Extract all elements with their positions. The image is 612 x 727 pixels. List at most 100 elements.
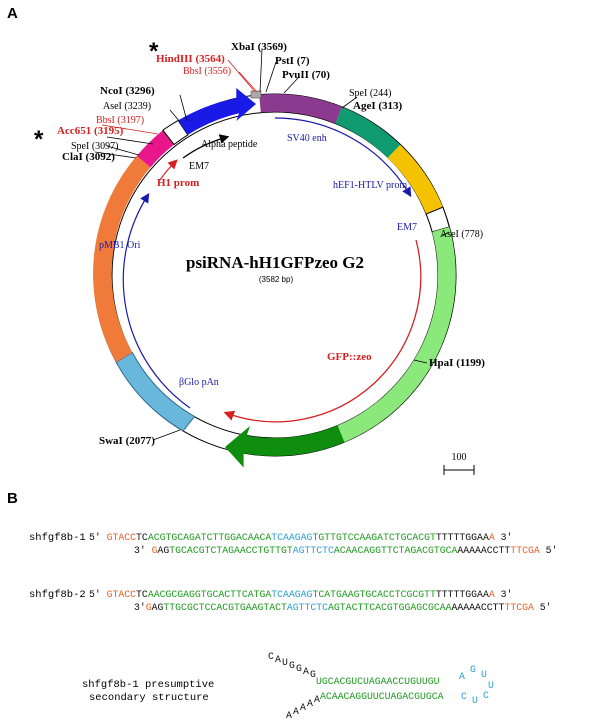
hairpin-tail5-base: C	[268, 651, 274, 662]
hairpin-stem-bottom: ACAACAGGUUCUAGACGUGCA	[320, 691, 444, 702]
sequence-segment: 3'	[495, 532, 513, 543]
site-acc651: Acc651 (3195)	[57, 125, 124, 137]
swai-block	[115, 351, 196, 432]
hairpin-loop-base: U	[472, 695, 478, 706]
hairpin-loop-base: C	[461, 691, 467, 702]
alpha-peptide-arrow	[182, 134, 230, 159]
sequence-segment: TGTTGTCCAAGATCTGCACGT	[312, 532, 436, 543]
site-spei-3097: SpeI (3097)	[71, 141, 119, 152]
sequence-segment: TTCGA	[510, 545, 540, 556]
green-arrow-block	[225, 425, 345, 468]
feature-em7-right: EM7	[397, 222, 417, 233]
hairpin-tail5-base: G	[296, 663, 302, 674]
sequence-segment: AGTACTTCACGTGGAGCGCAA	[328, 602, 452, 613]
sequence-segment: AAAAACCTT	[452, 602, 505, 613]
site-spei-244: SpeI (244)	[349, 88, 392, 99]
hairpin-tail3-base: A	[300, 702, 306, 713]
sequence-segment: AG	[158, 545, 170, 556]
plasmid-map: XbaI (3569) HindIII (3564) BbsI (3556) P…	[34, 38, 485, 475]
feature-alpha-peptide: Alpha peptide	[201, 139, 258, 150]
plasmid-name: psiRNA-hH1GFPzeo G2	[186, 253, 364, 272]
feature-pmb1-ori: pMB1 Ori	[99, 240, 141, 251]
leader-lines	[94, 48, 450, 441]
hairpin-loop-base: C	[483, 690, 489, 701]
star-marker-acc651: *	[34, 126, 44, 153]
pink-block	[136, 130, 175, 168]
hairpin-loop-base: A	[459, 671, 465, 682]
orange-block	[93, 155, 151, 363]
sequence-segment: TCAAGAG	[271, 532, 312, 543]
sequence-segment: 3'	[134, 545, 152, 556]
sequence-segment: 3'	[495, 589, 513, 600]
site-swai: SwaI (2077)	[99, 435, 155, 447]
sequence-segment: G	[152, 545, 158, 556]
sequence-segment: ACAACAGGTTCTAGACGTGCA	[334, 545, 458, 556]
panel-label-a: A	[7, 5, 18, 22]
site-bbsi-3197: BbsI (3197)	[96, 115, 144, 126]
hairpin-loop-base: G	[470, 664, 476, 675]
sequence-segment: AAAAACCTT	[457, 545, 510, 556]
sequence-segment: TTCGA	[504, 602, 534, 613]
sv40-arrow	[274, 117, 412, 198]
hairpin-loop-base: U	[481, 669, 487, 680]
hpai-block	[337, 227, 456, 443]
sequence-segment: GTACC	[107, 589, 137, 600]
sequence-segment: TGCACGTCTAGAACCTGTTGT	[169, 545, 293, 556]
site-agei: AgeI (313)	[353, 100, 403, 112]
hairpin-label-1: shfgf8b-1 presumptive	[82, 679, 214, 691]
hairpin-loop-base: U	[488, 680, 494, 691]
site-bbsi-3556: BbsI (3556)	[183, 66, 231, 77]
plasmid-size: (3582 bp)	[259, 275, 294, 284]
feature-bglo-pan: βGlo pAn	[179, 377, 219, 388]
hairpin-tail3-base: A	[307, 698, 313, 709]
red-leader-lines	[101, 59, 258, 135]
agei-block	[335, 106, 401, 158]
feature-hef1-htlv: hEF1-HTLV prom	[333, 180, 407, 191]
site-hindiii: HindIII (3564)	[156, 53, 225, 65]
sequence-segment: G	[146, 602, 152, 613]
sequence-segment: TTGCGCTCCACGTGAAGTACT	[163, 602, 287, 613]
hairpin-stem-top: UGCACGUCUAGAACCUGUUGU	[316, 676, 440, 687]
plasmid-backbone-inner	[111, 111, 439, 439]
site-psti: PstI (7)	[275, 55, 310, 67]
hairpin-tail3-base: A	[293, 706, 299, 717]
seq1-top-strand: 5' GTACCTCACGTGCAGATCTTGGACAACATCAAGAGTG…	[89, 532, 512, 543]
site-asei-3239: AseI (3239)	[103, 101, 151, 112]
feature-h1-prom: H1 prom	[157, 177, 199, 189]
sequence-segment: A	[489, 532, 495, 543]
sequence-segment: 3'	[134, 602, 146, 613]
sequence-segment: AG	[152, 602, 164, 613]
site-clai: ClaI (3092)	[62, 151, 115, 163]
sequence-segment: TCATGAAGTGCACCTCGCGTT	[312, 589, 436, 600]
hairpin-tail3-base: A	[314, 694, 320, 705]
hairpin-tail5-base: U	[282, 657, 288, 668]
sequence-segment: 5'	[89, 532, 107, 543]
hairpin-label-2: secondary structure	[89, 692, 209, 704]
sequence-segment: TTTTTGGAA	[436, 532, 489, 543]
feature-sv40-enh: SV40 enh	[287, 133, 327, 144]
sequence-segment: 5'	[540, 545, 558, 556]
feature-gfp-zeo: GFP::zeo	[327, 351, 372, 363]
site-ncoi: NcoI (3296)	[100, 85, 155, 97]
sequence-segment: AGTTCTC	[287, 602, 328, 613]
seq2-top-strand: 5' GTACCTCAACGCGAGGTGCACTTCATGATCAAGAGTC…	[89, 589, 512, 600]
hairpin-tail5-base: G	[289, 660, 295, 671]
panel-label-b: B	[7, 490, 18, 507]
pvuii-block	[259, 94, 342, 124]
sequence-segment: AACGCGAGGTGCACTTCATGA	[148, 589, 272, 600]
sequence-segment: AGTTCTC	[293, 545, 334, 556]
sequence-segment: 5'	[534, 602, 552, 613]
hairpin-tail3-base: A	[286, 710, 292, 721]
h1-prom-arrow	[159, 159, 178, 181]
sequence-segment: 5'	[89, 589, 107, 600]
seq2-label: shfgf8b-2	[29, 589, 86, 601]
blue-arrow-block	[178, 88, 256, 135]
sequence-segment: TC	[136, 532, 148, 543]
seq1-bottom-strand: 3' GAGTGCACGTCTAGAACCTGTTGTAGTTCTCACAACA…	[134, 545, 557, 556]
hairpin-tail5-base: A	[275, 654, 281, 665]
hairpin-3prime-tail: AAAAA	[286, 694, 320, 721]
pmb1-ori-arrow	[122, 192, 191, 409]
